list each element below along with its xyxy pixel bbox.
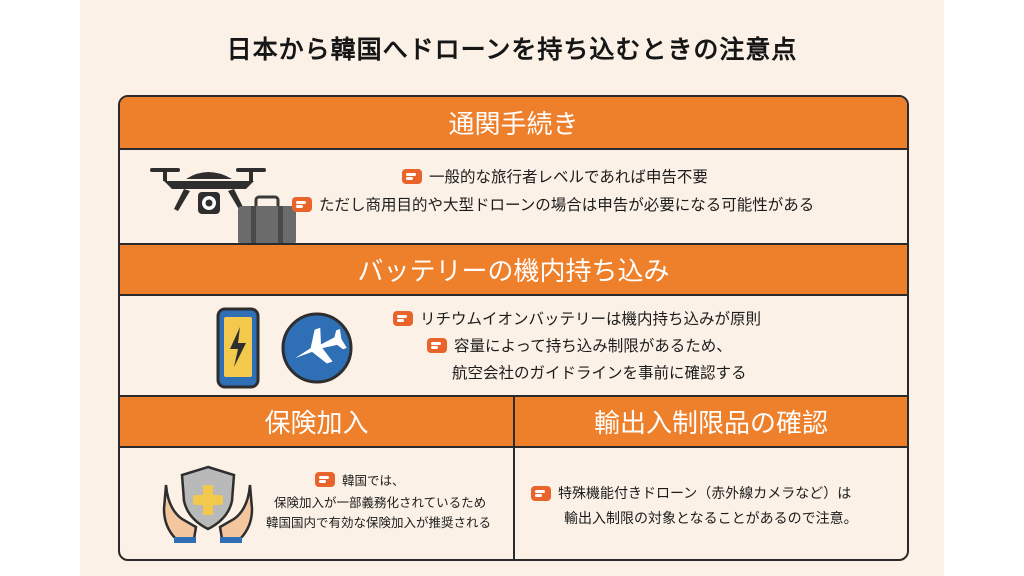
airplane-icon	[281, 312, 353, 384]
export-heading: 輸出入制限品の確認	[515, 397, 907, 448]
export-text-2: 輸出入制限の対象となることがあるので注意。	[564, 511, 858, 527]
phone-battery-icon	[216, 307, 260, 389]
suitcase-icon	[238, 195, 296, 245]
insurance-heading: 保険加入	[120, 397, 513, 448]
pointing-hand-icon	[393, 311, 413, 326]
battery-text-2: 容量によって持ち込み制限があるため、	[454, 337, 732, 355]
customs-line-2: ただし商用目的や大型ドローンの場合は申告が必要になる可能性がある	[291, 193, 814, 215]
pointing-hand-icon	[402, 169, 422, 184]
battery-line-1: リチウムイオンバッテリーは機内持ち込みが原則	[392, 307, 761, 329]
pointing-hand-icon	[292, 197, 312, 212]
drone-icon	[150, 168, 266, 214]
battery-line-3: 航空会社のガイドラインを事前に確認する	[452, 361, 747, 383]
customs-heading: 通関手続き	[120, 97, 907, 150]
pointing-hand-icon	[531, 486, 551, 501]
battery-text-1: リチウムイオンバッテリーは機内持ち込みが原則	[420, 310, 762, 328]
export-line-2: 輸出入制限の対象となることがあるので注意。	[564, 508, 858, 528]
battery-line-2: 容量によって持ち込み制限があるため、	[426, 334, 732, 356]
customs-text-2: ただし商用目的や大型ドローンの場合は申告が必要になる可能性がある	[319, 196, 815, 214]
info-card: 通関手続き 一般的な旅行者レベルであれば申告不要 ただし商用目的	[118, 95, 909, 561]
export-line-1: 特殊機能付きドローン（赤外線カメラなど）は	[530, 483, 851, 503]
insurance-hands-icon	[162, 465, 254, 543]
insurance-line-1: 韓国では、	[314, 469, 405, 489]
insurance-text-2: 保険加入が一部義務化されているため	[274, 495, 487, 510]
insurance-line-2: 保険加入が一部義務化されているため	[274, 492, 486, 511]
export-text-1: 特殊機能付きドローン（赤外線カメラなど）は	[558, 486, 852, 502]
insurance-line-3: 韓国国内で有効な保険加入が推奨される	[266, 512, 491, 531]
pointing-hand-icon	[427, 338, 447, 353]
page-title: 日本から韓国へドローンを持ち込むときの注意点	[226, 35, 798, 64]
pointing-hand-icon	[315, 472, 335, 487]
customs-text-1: 一般的な旅行者レベルであれば申告不要	[429, 168, 708, 186]
insurance-text-1: 韓国では、	[342, 472, 405, 488]
column-divider	[513, 395, 515, 559]
customs-line-1: 一般的な旅行者レベルであれば申告不要	[401, 165, 708, 187]
infographic: 日本から韓国へドローンを持ち込むときの注意点 通関手続き 一般的な旅行者レベルで…	[80, 0, 944, 576]
battery-text-3: 航空会社のガイドラインを事前に確認する	[452, 364, 747, 382]
battery-heading: バッテリーの機内持ち込み	[120, 243, 907, 296]
insurance-text-3: 韓国国内で有効な保険加入が推奨される	[266, 515, 492, 530]
